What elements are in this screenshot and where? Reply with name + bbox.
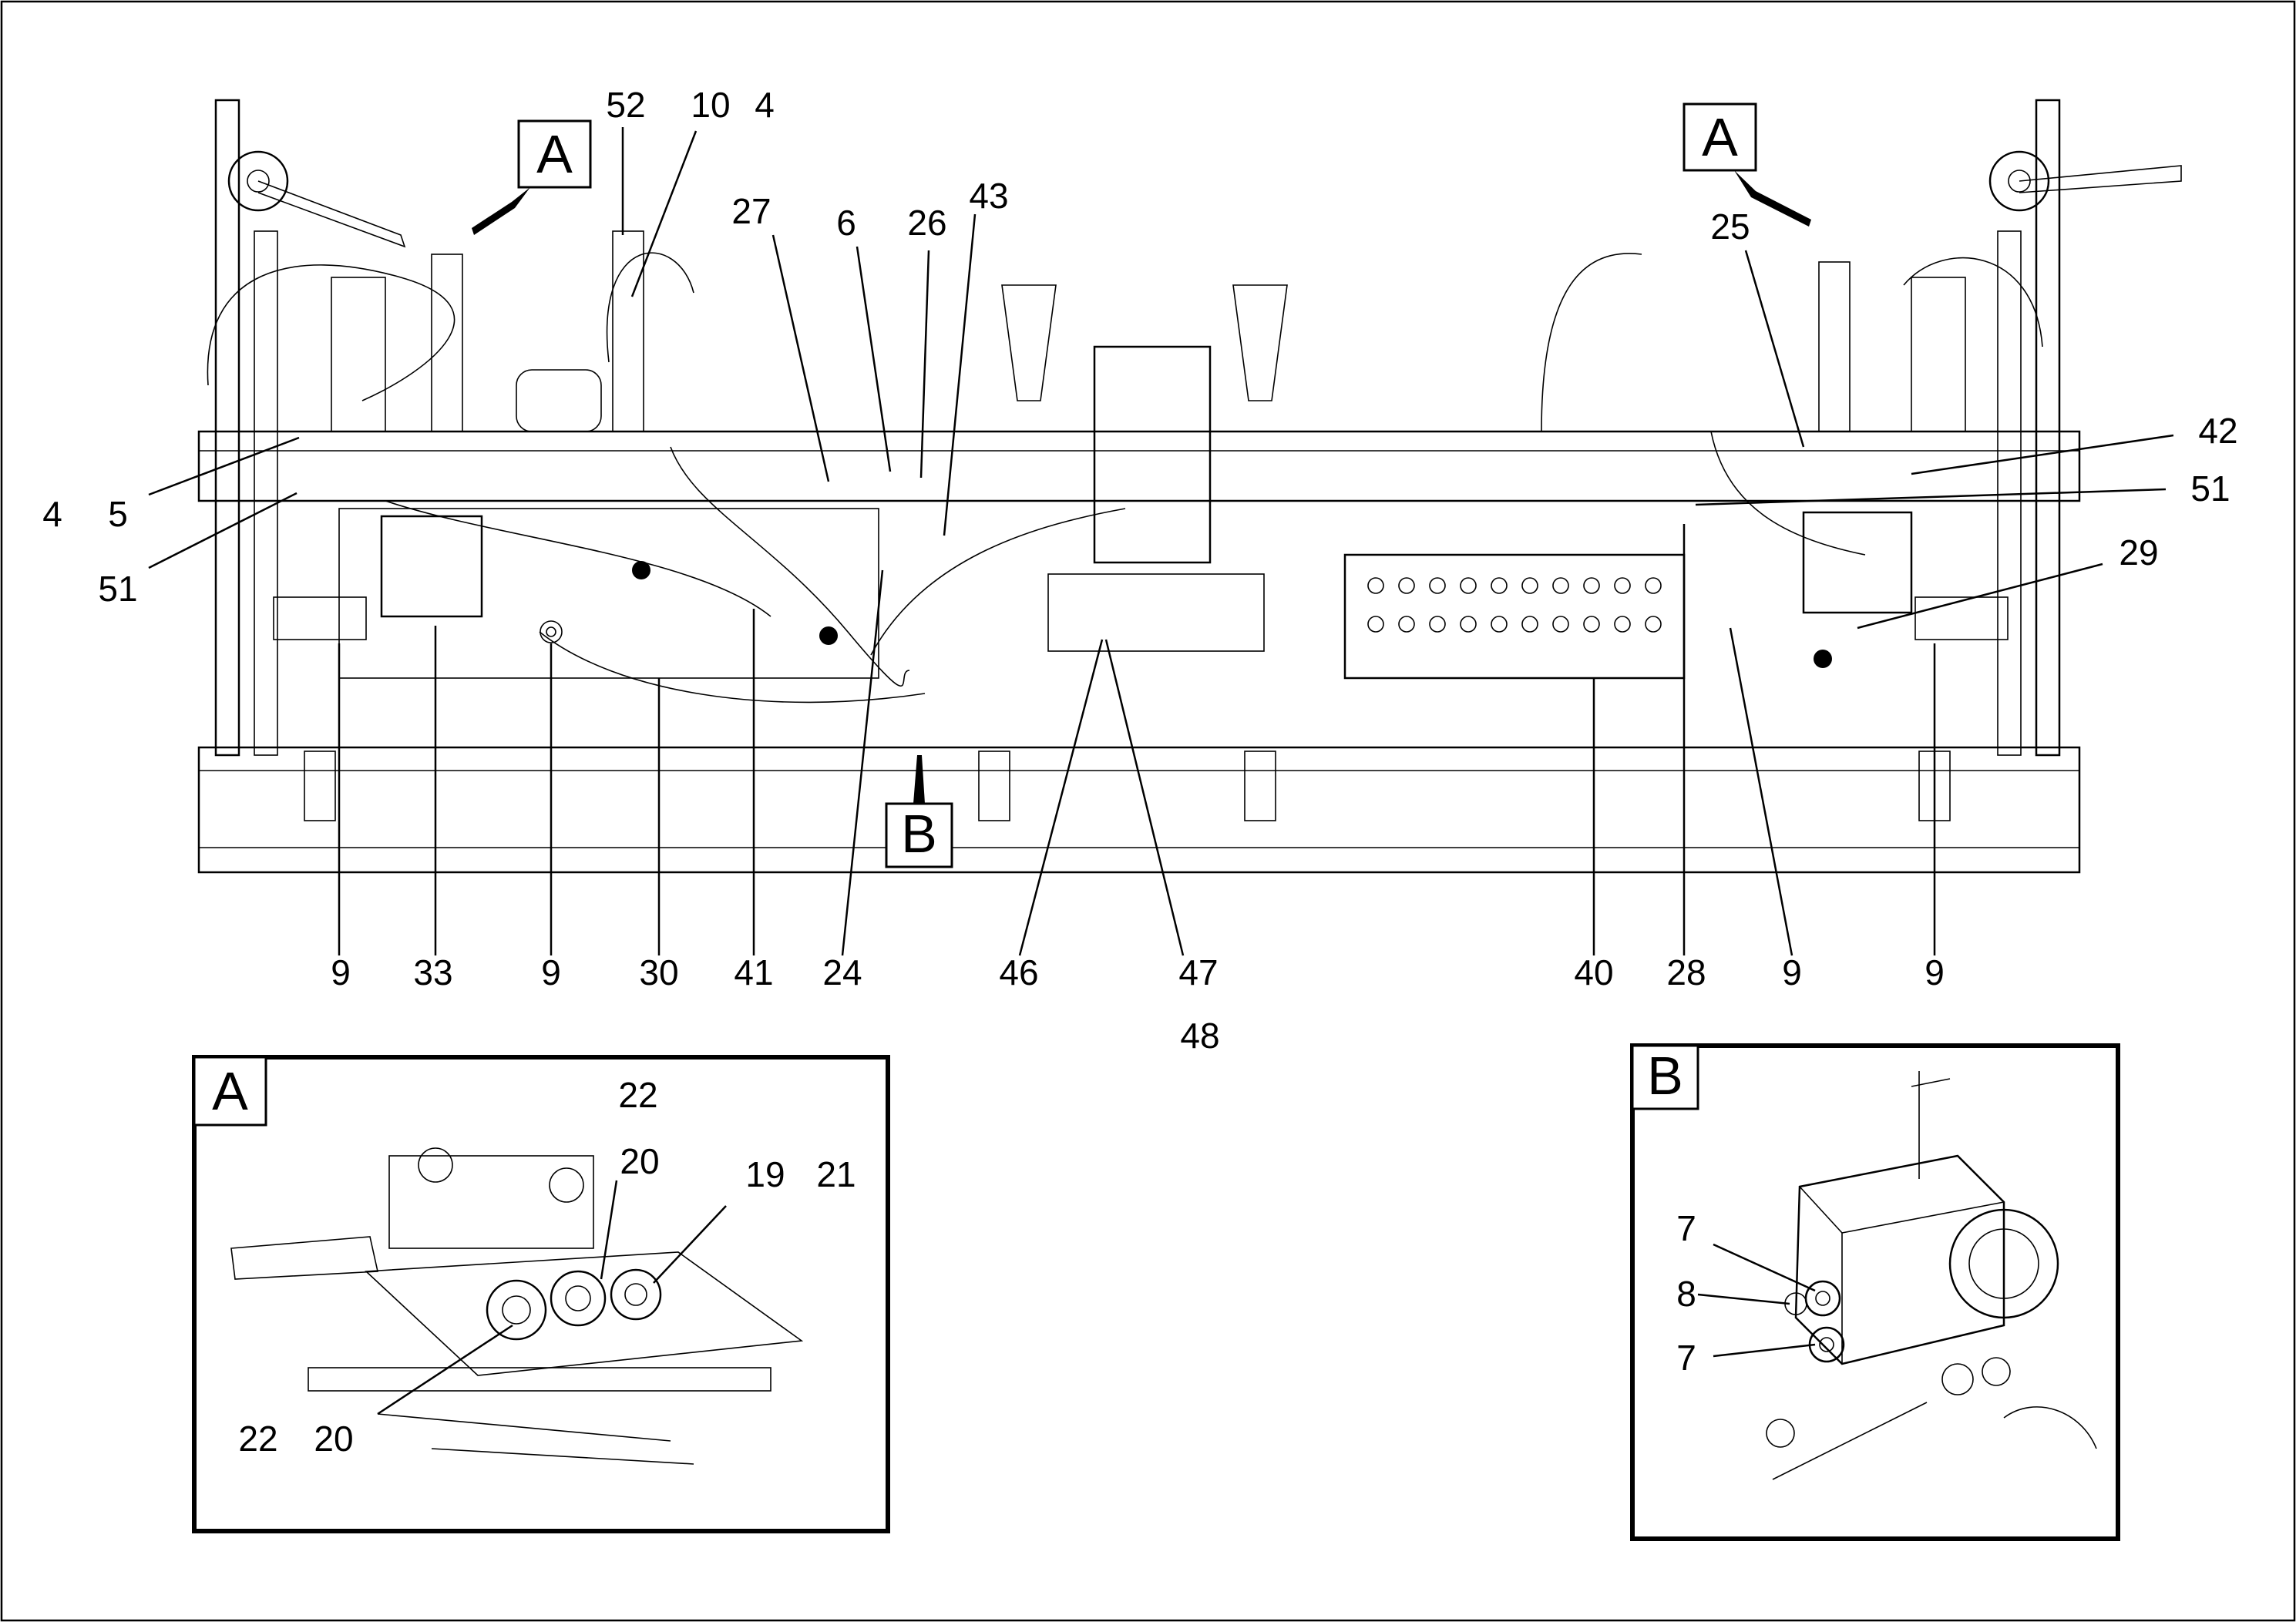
callout: 6 xyxy=(836,203,856,243)
callout: 40 xyxy=(1574,952,1613,992)
callout: 24 xyxy=(822,952,862,992)
callout: 41 xyxy=(734,952,773,992)
callout: 25 xyxy=(1710,207,1750,247)
main-leader-lines xyxy=(148,127,2174,956)
callout: 9 xyxy=(541,952,561,992)
callout: 48 xyxy=(1180,1016,1219,1056)
callout: 27 xyxy=(731,191,771,231)
right-gear-icon xyxy=(1988,150,2050,212)
detail-b-tag: B xyxy=(1647,1046,1683,1106)
callout: 46 xyxy=(999,952,1038,992)
top-beam xyxy=(197,430,2081,502)
callout: 43 xyxy=(969,176,1008,216)
callout: 8 xyxy=(1676,1274,1696,1314)
callout: 9 xyxy=(1925,952,1945,992)
right-valve-box xyxy=(1802,511,1913,614)
valve-manifold xyxy=(1343,553,1686,680)
callout: 10 xyxy=(691,85,730,125)
marker-dot xyxy=(632,561,650,579)
left-valve-box xyxy=(380,515,483,618)
main-assembly-drawing xyxy=(197,99,2182,874)
detail-b-panel: B xyxy=(1630,1043,2120,1541)
view-tag-b-main: B xyxy=(885,755,953,868)
callout: 21 xyxy=(816,1154,856,1194)
callout: 42 xyxy=(2198,411,2237,451)
svg-text:A: A xyxy=(1702,107,1738,167)
callout: 19 xyxy=(745,1154,785,1194)
callout: 33 xyxy=(413,952,452,992)
view-tag-a-right: A xyxy=(1683,102,1811,227)
left-post xyxy=(214,99,240,757)
marker-dot xyxy=(819,626,838,645)
callout: 9 xyxy=(331,952,351,992)
right-post xyxy=(2035,99,2061,757)
callout: 30 xyxy=(639,952,678,992)
callout: 29 xyxy=(2119,532,2158,573)
callout: 4 xyxy=(42,494,62,534)
callout: 9 xyxy=(1782,952,1802,992)
callout: 7 xyxy=(1676,1338,1696,1378)
callout: 22 xyxy=(238,1419,277,1459)
callout: 51 xyxy=(98,569,137,609)
detail-a-tag: A xyxy=(212,1061,248,1121)
manifold-ports xyxy=(1367,577,1662,633)
callout: 20 xyxy=(314,1419,353,1459)
callout: 28 xyxy=(1666,952,1706,992)
marker-dot xyxy=(1814,650,1832,668)
left-mount-plate xyxy=(338,508,879,679)
callout: 52 xyxy=(606,85,645,125)
callout: 26 xyxy=(907,203,946,243)
detail-a-callouts: 22 20 19 21 22 20 xyxy=(238,1075,856,1459)
detail-a-leaders xyxy=(377,1180,727,1415)
detail-b-callouts: 7 8 7 xyxy=(1676,1208,1696,1378)
left-gear-icon xyxy=(227,150,289,212)
callout: 7 xyxy=(1676,1208,1696,1248)
callout: 5 xyxy=(108,494,128,534)
view-tag-a-left: A xyxy=(472,119,592,235)
svg-text:B: B xyxy=(901,804,937,864)
detail-a-panel: A xyxy=(192,1055,890,1533)
base-frame xyxy=(197,746,2081,874)
callout: 22 xyxy=(618,1075,657,1115)
callout: 20 xyxy=(620,1141,659,1181)
callout: 4 xyxy=(755,85,775,125)
detail-b-leaders xyxy=(1697,1243,1816,1358)
svg-text:A: A xyxy=(536,124,573,184)
main-callouts: 52 10 4 27 6 26 43 25 42 51 29 4 5 51 9 … xyxy=(42,85,2237,1056)
callout: 47 xyxy=(1178,952,1218,992)
center-tower xyxy=(1093,345,1212,564)
callout: 51 xyxy=(2190,468,2230,509)
